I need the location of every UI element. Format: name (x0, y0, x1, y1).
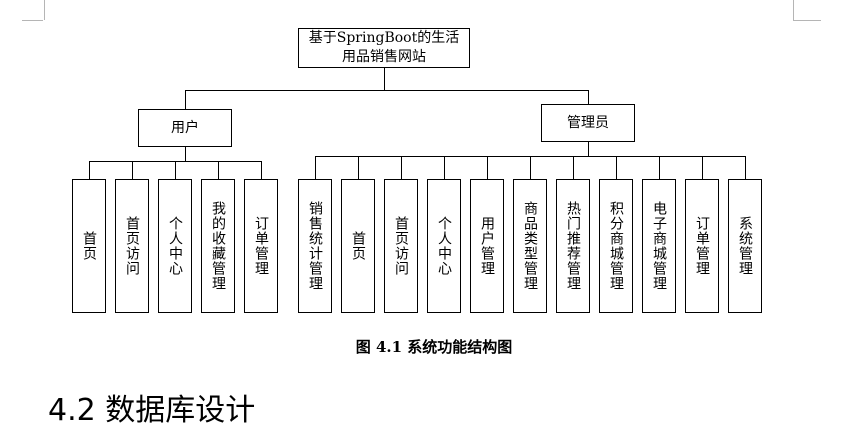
leaf-node-label: 个人中心 (436, 216, 452, 276)
leaf-node: 首页 (72, 179, 106, 313)
connector-lines (89, 68, 746, 179)
leaf-node-label: 积分商城管理 (608, 201, 624, 291)
leaf-node-label: 用户管理 (479, 216, 495, 276)
figure-caption: 图 4.1 系统功能结构图 (355, 338, 513, 356)
leaf-node-label: 订单管理 (694, 216, 710, 276)
branch-node-label: 用户 (171, 119, 199, 136)
leaf-node: 电子商城管理 (642, 179, 676, 313)
margin-mark-top-left (42, 0, 45, 20)
leaf-node: 个人中心 (427, 179, 461, 313)
leaf-node: 系统管理 (728, 179, 762, 313)
section-heading: 4.2 数据库设计 (48, 393, 256, 428)
leaf-node: 个人中心 (158, 179, 192, 313)
leaf-node: 首页 (341, 179, 375, 313)
root-node-label: 基于SpringBoot的生活用品销售网站 (308, 30, 460, 65)
leaf-node-label: 我的收藏管理 (210, 201, 226, 291)
branch-node-user: 用户 (138, 109, 232, 147)
leaf-node-label: 订单管理 (253, 216, 269, 276)
leaf-node-label: 个人中心 (167, 216, 183, 276)
leaf-node: 商品类型管理 (513, 179, 547, 313)
branch-node-admin: 管理员 (541, 104, 635, 142)
leaf-node: 积分商城管理 (599, 179, 633, 313)
leaf-node-label: 系统管理 (737, 216, 753, 276)
root-node: 基于SpringBoot的生活用品销售网站 (298, 28, 470, 68)
leaf-node: 销售统计管理 (298, 179, 332, 313)
leaf-node-label: 首页访问 (124, 216, 140, 276)
branch-node-label: 管理员 (567, 114, 609, 131)
leaf-node: 订单管理 (685, 179, 719, 313)
leaf-node-label: 商品类型管理 (522, 201, 538, 291)
leaf-node: 首页访问 (115, 179, 149, 313)
leaf-node: 订单管理 (244, 179, 278, 313)
leaf-node: 首页访问 (384, 179, 418, 313)
leaf-node-label: 首页访问 (393, 216, 409, 276)
leaf-node: 热门推荐管理 (556, 179, 590, 313)
margin-mark-top-right (793, 0, 794, 20)
margin-mark-top-right-h (793, 20, 821, 21)
leaf-node: 我的收藏管理 (201, 179, 235, 313)
margin-mark-top-left-h (22, 20, 43, 21)
document-page: 基于SpringBoot的生活用品销售网站 用户 管理员 首页 首页访问 个人中心 我… (22, 0, 821, 428)
leaf-node-label: 电子商城管理 (651, 201, 667, 291)
leaf-node-label: 热门推荐管理 (565, 201, 581, 291)
leaf-node-label: 首页 (350, 231, 366, 261)
leaf-node-label: 首页 (81, 231, 97, 261)
leaf-node: 用户管理 (470, 179, 504, 313)
leaf-node-label: 销售统计管理 (307, 201, 323, 291)
